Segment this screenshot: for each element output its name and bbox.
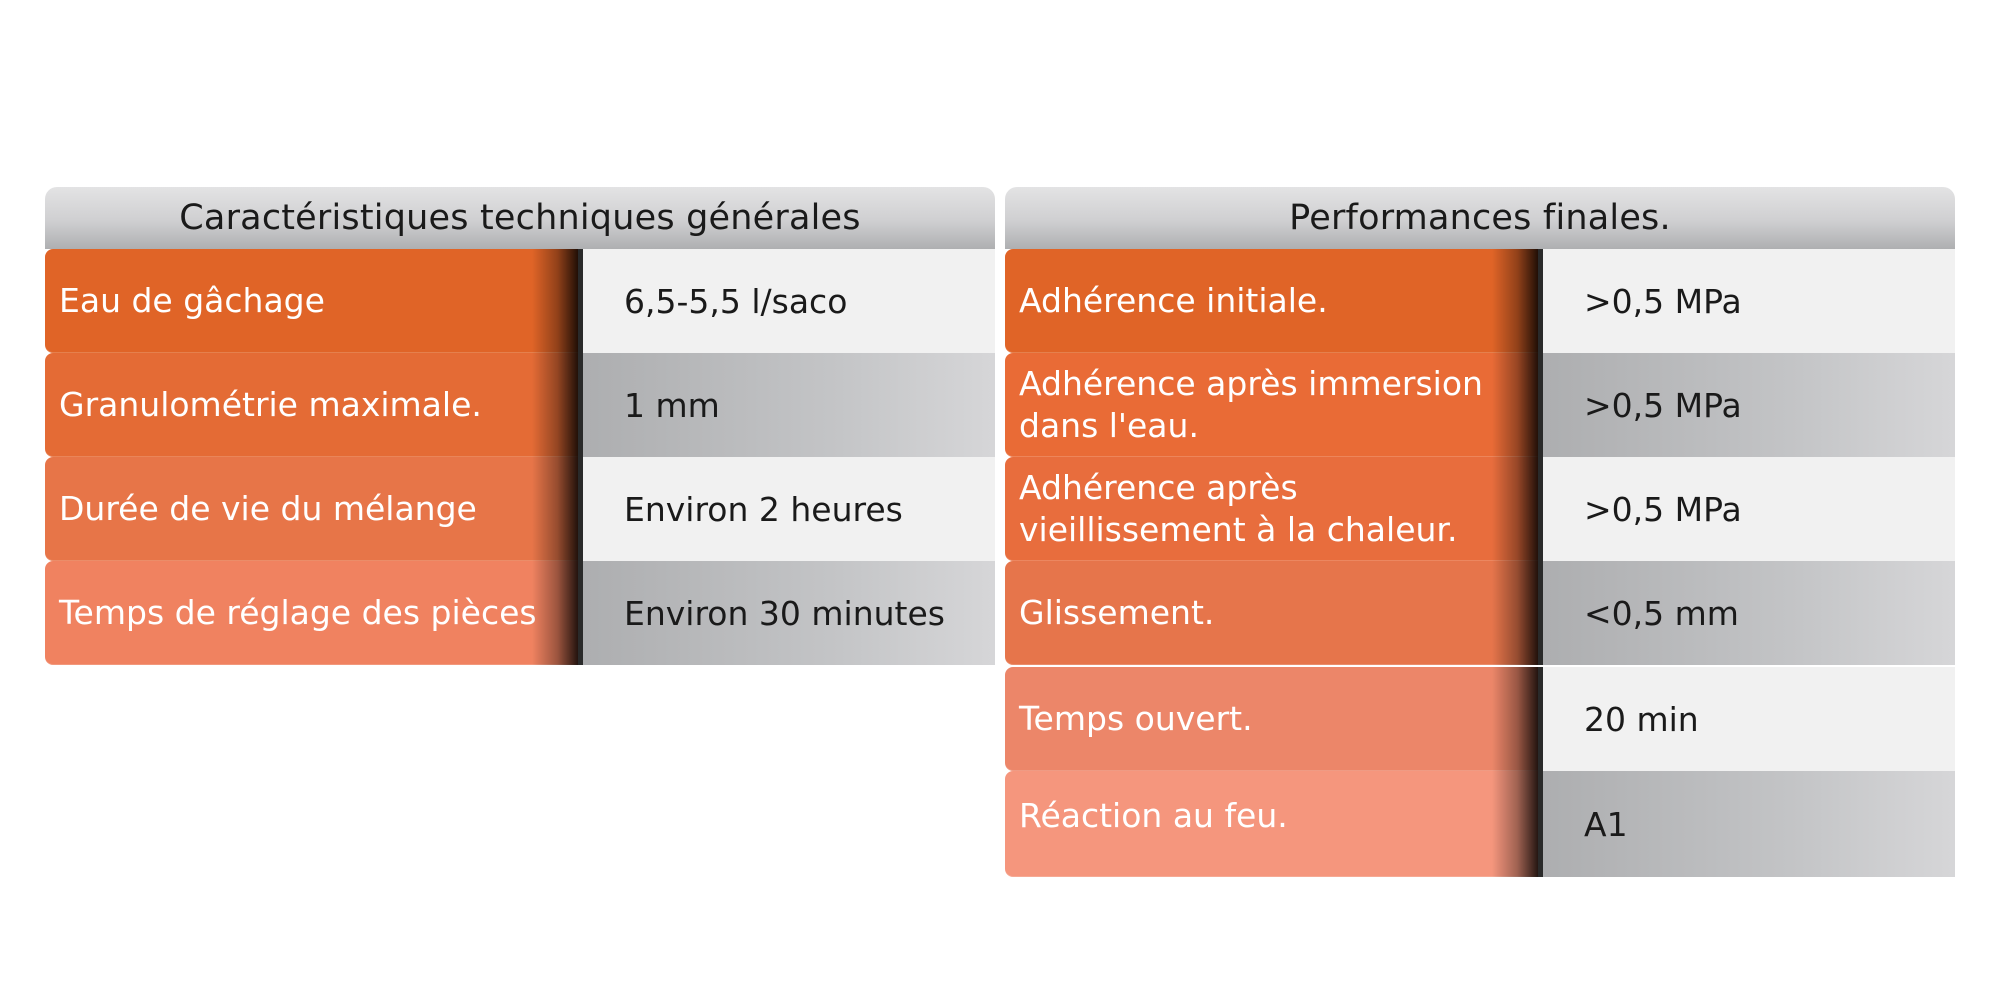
final-performance-table: Performances finales. Adhérence initiale… [1005, 187, 1955, 877]
row-label: Durée de vie du mélange [45, 457, 578, 561]
general-specs-table: Caractéristiques techniques générales Ea… [45, 187, 995, 665]
row-label: Adhérence après vieillissement à la chal… [1005, 457, 1538, 561]
row-label: Réaction au feu. [1005, 771, 1538, 877]
row-label: Temps ouvert. [1005, 667, 1538, 771]
table-row: Adhérence après vieillissement à la chal… [1005, 457, 1955, 561]
row-label: Temps de réglage des pièces [45, 561, 578, 665]
row-divider [578, 457, 583, 561]
row-divider [1538, 771, 1543, 877]
table-row: Eau de gâchage 6,5-5,5 l/saco [45, 249, 995, 353]
row-value: <0,5 mm [1543, 561, 1955, 665]
row-value: Environ 30 minutes [583, 561, 995, 665]
row-divider [1538, 457, 1543, 561]
row-divider [578, 249, 583, 353]
row-label: Glissement. [1005, 561, 1538, 665]
row-divider [578, 561, 583, 665]
row-divider [1538, 561, 1543, 665]
table-row: Granulométrie maximale. 1 mm [45, 353, 995, 457]
table-row: Temps ouvert. 20 min [1005, 667, 1955, 771]
table-row: Temps de réglage des pièces Environ 30 m… [45, 561, 995, 665]
row-divider [1538, 249, 1543, 353]
row-value: A1 [1543, 771, 1955, 877]
row-value: 6,5-5,5 l/saco [583, 249, 995, 353]
row-divider [1538, 353, 1543, 457]
row-value: 20 min [1543, 667, 1955, 771]
row-value: >0,5 MPa [1543, 353, 1955, 457]
general-specs-title: Caractéristiques techniques générales [45, 187, 995, 249]
final-performance-title: Performances finales. [1005, 187, 1955, 249]
row-value: Environ 2 heures [583, 457, 995, 561]
row-value: >0,5 MPa [1543, 249, 1955, 353]
table-row: Glissement. <0,5 mm [1005, 561, 1955, 665]
table-row: Adhérence initiale. >0,5 MPa [1005, 249, 1955, 353]
table-row: Réaction au feu. A1 [1005, 771, 1955, 877]
row-value: 1 mm [583, 353, 995, 457]
row-divider [578, 353, 583, 457]
row-label: Eau de gâchage [45, 249, 578, 353]
table-row: Durée de vie du mélange Environ 2 heures [45, 457, 995, 561]
row-label: Granulométrie maximale. [45, 353, 578, 457]
row-label: Adhérence après immersion dans l'eau. [1005, 353, 1538, 457]
row-value: >0,5 MPa [1543, 457, 1955, 561]
row-label: Adhérence initiale. [1005, 249, 1538, 353]
table-row: Adhérence après immersion dans l'eau. >0… [1005, 353, 1955, 457]
row-divider [1538, 667, 1543, 771]
